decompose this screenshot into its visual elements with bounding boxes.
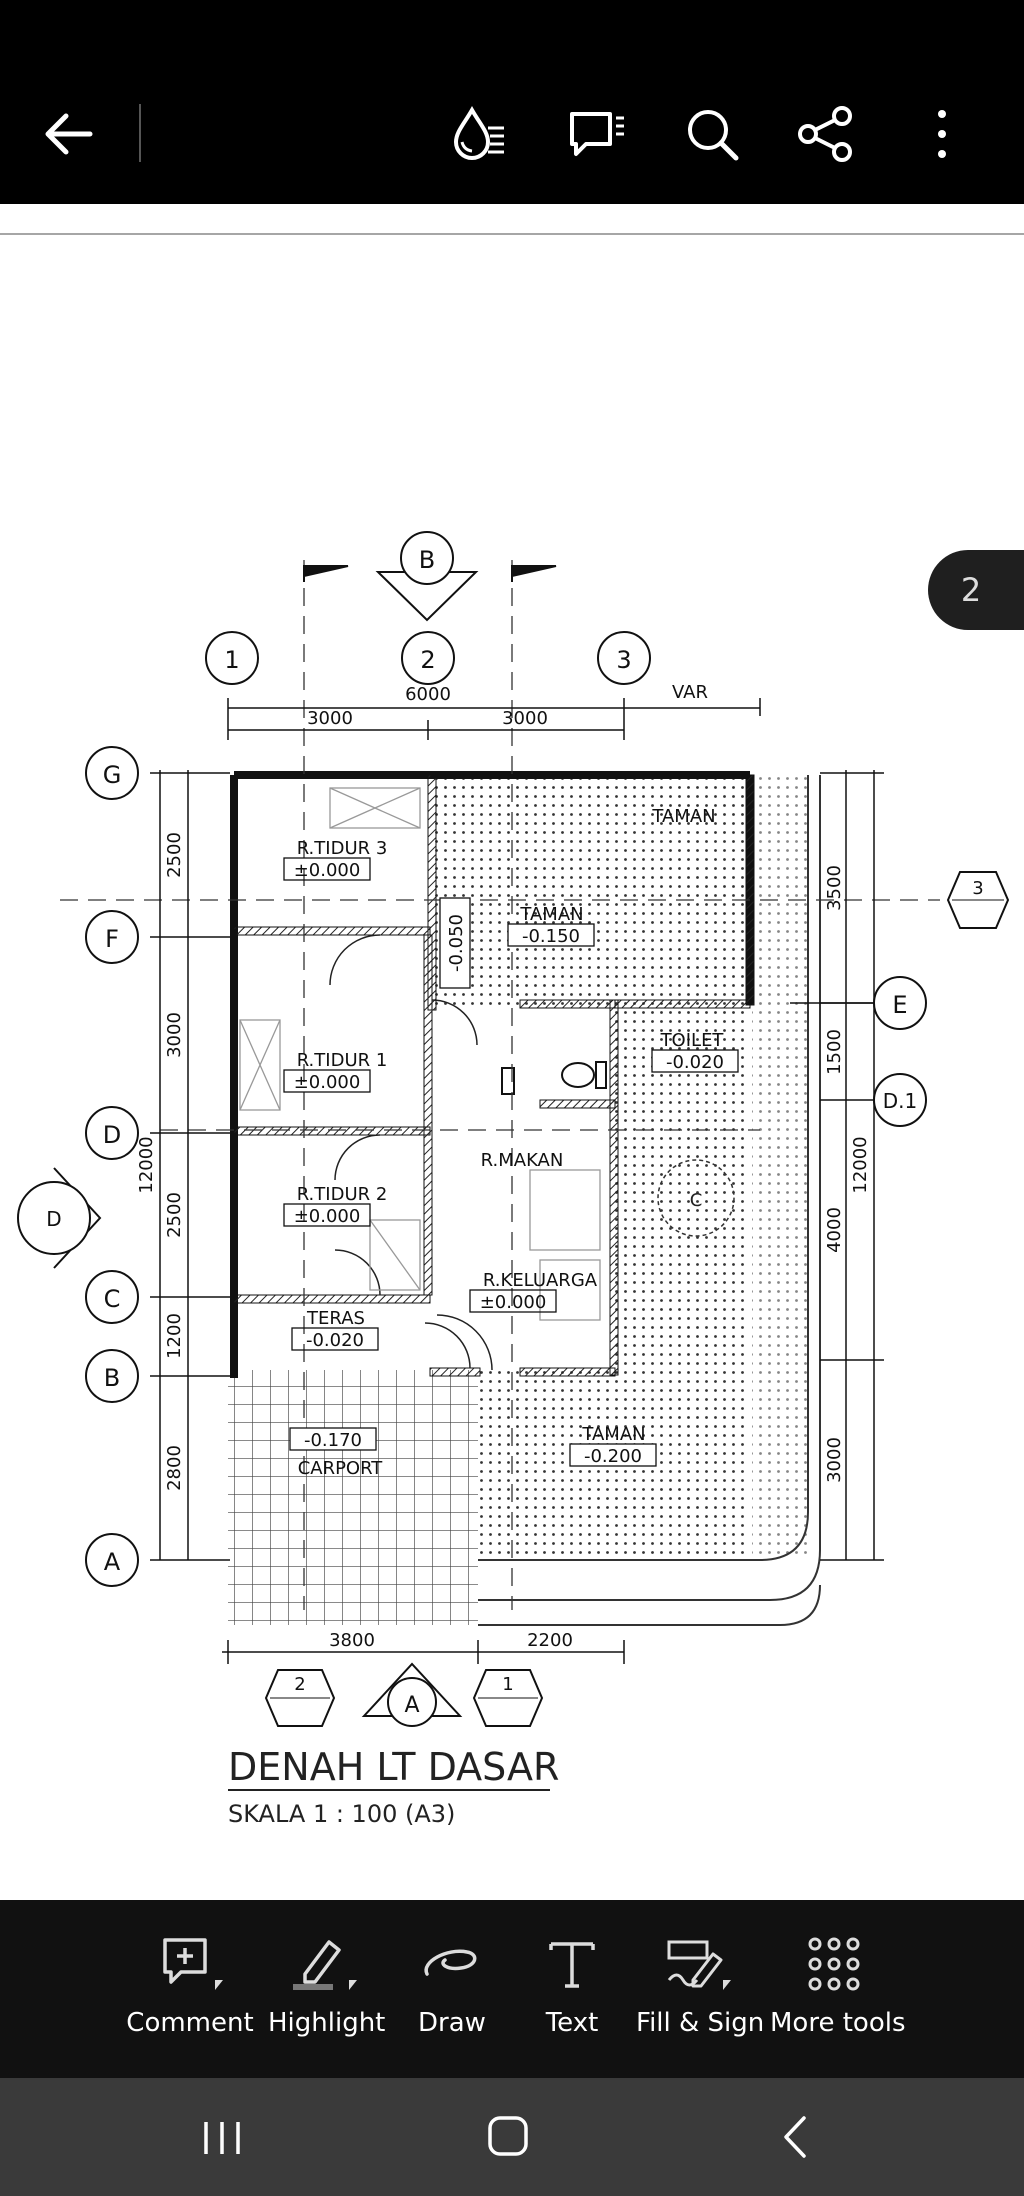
dim-right-1500: 1500	[824, 1029, 845, 1075]
room-taman-mid: TAMAN	[519, 904, 583, 925]
room-teras-level: -0.020	[306, 1330, 364, 1351]
back-arrow-icon[interactable]	[40, 106, 100, 162]
grid-row-b: B	[104, 1364, 120, 1392]
room-toilet: TOILET	[660, 1030, 725, 1051]
top-app-bar	[0, 62, 1024, 204]
section-marker-2: 2	[294, 1674, 305, 1695]
highlight-tool[interactable]: Highlight	[268, 1934, 386, 2054]
dim-top-var: VAR	[672, 682, 708, 703]
dim-top-3000-b: 3000	[502, 708, 548, 729]
highlight-pen-icon	[293, 1940, 357, 1990]
dim-right-3000: 3000	[824, 1437, 845, 1483]
dim-left-2500-a: 2500	[164, 832, 185, 878]
drawing-title: DENAH LT DASAR	[228, 1745, 559, 1789]
grid-row-e: E	[892, 991, 907, 1019]
document-page[interactable]: C 1 2 3 B 6000	[0, 204, 1024, 1900]
fill-sign-tool[interactable]: Fill & Sign	[636, 1934, 765, 2054]
toolbar-divider	[139, 104, 141, 162]
room-keluarga-level: ±0.000	[480, 1292, 547, 1313]
fill-sign-label: Fill & Sign	[636, 2008, 765, 2038]
corridor-level: -0.050	[446, 914, 467, 972]
text-icon	[549, 1942, 595, 1988]
draw-tool[interactable]: Draw	[404, 1934, 500, 2054]
recent-apps-icon[interactable]	[192, 2112, 252, 2162]
draw-icon	[424, 1949, 477, 1976]
grid-row-g: G	[103, 761, 122, 789]
room-tidur2-level: ±0.000	[294, 1206, 361, 1227]
share-icon[interactable]	[794, 102, 858, 166]
dim-bottom-2200: 2200	[527, 1630, 573, 1651]
room-tidur1-level: ±0.000	[294, 1072, 361, 1093]
highlight-label: Highlight	[268, 2008, 386, 2038]
room-taman-bottom-level: -0.200	[584, 1446, 642, 1467]
dim-right-3500: 3500	[824, 865, 845, 911]
dim-top-6000: 6000	[405, 684, 451, 705]
room-teras: TERAS	[306, 1308, 365, 1329]
section-marker-d: D	[46, 1207, 61, 1231]
grid-row-a: A	[104, 1548, 121, 1576]
dim-left-3000: 3000	[164, 1012, 185, 1058]
room-keluarga: R.KELUARGA	[483, 1270, 598, 1291]
room-tidur2: R.TIDUR 2	[297, 1184, 388, 1205]
floor-plan-drawing: C 1 2 3 B 6000	[0, 233, 1024, 1828]
more-tools-grid-icon	[808, 1937, 860, 1991]
room-carport: CARPORT	[298, 1458, 384, 1479]
dim-left-12000: 12000	[136, 1136, 157, 1193]
dim-right-12000: 12000	[850, 1136, 871, 1193]
comment-label: Comment	[126, 2008, 254, 2038]
grid-row-f: F	[105, 925, 119, 953]
more-tools-label: More tools	[770, 2008, 906, 2038]
dim-right-4000: 4000	[824, 1207, 845, 1253]
tools-toolbar: Comment Highlight Draw Text Fill & Sign	[0, 1900, 1024, 2078]
dim-left-2800: 2800	[164, 1445, 185, 1491]
page-number-badge: 2	[928, 550, 1024, 630]
room-tidur1: R.TIDUR 1	[297, 1050, 388, 1071]
dim-left-1200: 1200	[164, 1313, 185, 1359]
dim-top-3000-a: 3000	[307, 708, 353, 729]
dim-bottom-3800: 3800	[329, 1630, 375, 1651]
home-icon[interactable]	[478, 2112, 538, 2162]
liquid-mode-icon[interactable]	[448, 102, 512, 166]
room-tidur3: R.TIDUR 3	[297, 838, 388, 859]
section-marker-1: 1	[502, 1674, 513, 1695]
status-bar	[0, 0, 1024, 62]
text-tool[interactable]: Text	[530, 1934, 614, 2054]
section-marker-a: A	[404, 1693, 419, 1718]
room-tidur3-level: ±0.000	[294, 860, 361, 881]
system-navigation-bar	[0, 2078, 1024, 2196]
draw-label: Draw	[418, 2008, 486, 2038]
tree-marker-label: C	[690, 1190, 703, 1211]
room-carport-level: -0.170	[304, 1430, 362, 1451]
section-marker-b: B	[419, 546, 435, 574]
section-marker-3: 3	[972, 878, 983, 899]
room-taman-mid-level: -0.150	[522, 926, 580, 947]
drawing-scale: SKALA 1 : 100 (A3)	[228, 1800, 455, 1828]
grid-col-1: 1	[224, 646, 239, 674]
grid-row-c: C	[104, 1285, 121, 1313]
dim-left-2500-b: 2500	[164, 1192, 185, 1238]
grid-row-d1: D.1	[883, 1089, 917, 1113]
room-taman-top: TAMAN	[651, 806, 715, 827]
text-label: Text	[545, 2008, 599, 2038]
search-icon[interactable]	[680, 102, 744, 166]
comment-add-icon	[163, 1938, 223, 1990]
comments-list-icon[interactable]	[564, 102, 628, 166]
grid-col-2: 2	[420, 646, 435, 674]
room-toilet-level: -0.020	[666, 1052, 724, 1073]
more-options-icon[interactable]	[910, 102, 974, 166]
fill-sign-icon	[667, 1940, 731, 1990]
room-taman-bottom: TAMAN	[581, 1424, 645, 1445]
back-nav-icon[interactable]	[766, 2112, 826, 2162]
room-makan: R.MAKAN	[481, 1150, 564, 1171]
grid-row-d: D	[103, 1121, 121, 1149]
comment-tool[interactable]: Comment	[124, 1934, 256, 2054]
more-tools[interactable]: More tools	[770, 1934, 906, 2054]
grid-col-3: 3	[616, 646, 631, 674]
